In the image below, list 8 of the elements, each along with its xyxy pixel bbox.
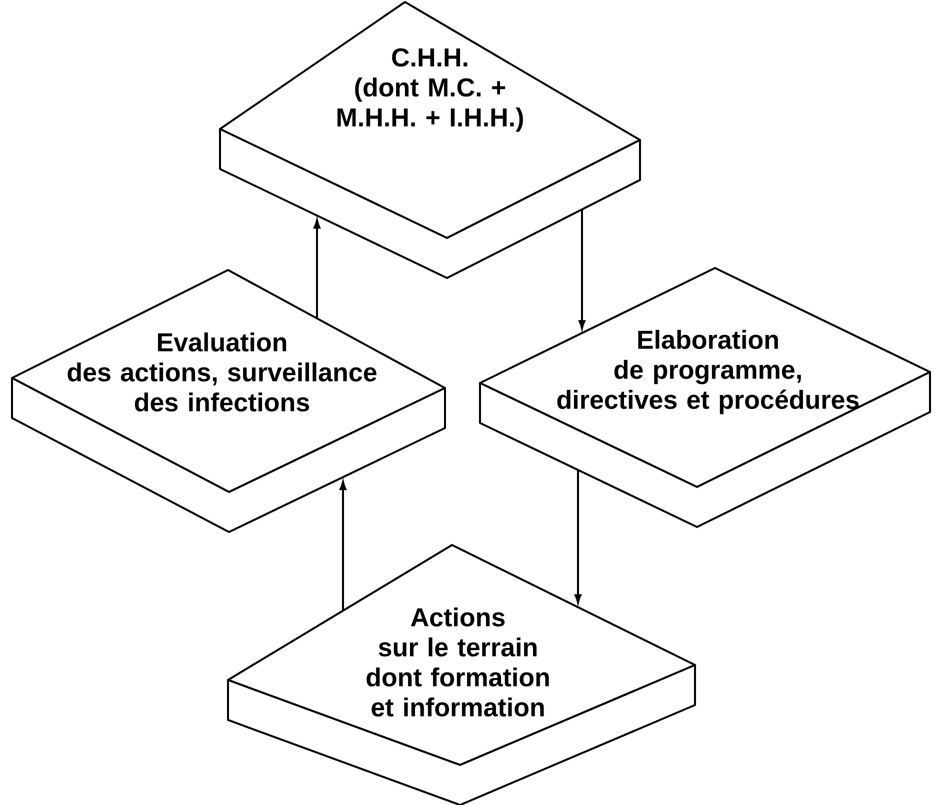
arrow bbox=[340, 481, 346, 611]
arrow bbox=[314, 220, 320, 318]
slab: Actions sur le terrain dont formation et information bbox=[227, 544, 696, 805]
arrow bbox=[578, 209, 586, 330]
slab: Elaboration de programme, directives et procédures bbox=[479, 267, 931, 528]
slab: Evaluation des actions, surveillance des infections bbox=[11, 269, 446, 533]
arrow bbox=[574, 470, 582, 604]
slab: C.H.H. (dont M.C. + M.H.H. + I.H.H.) bbox=[219, 1, 641, 279]
